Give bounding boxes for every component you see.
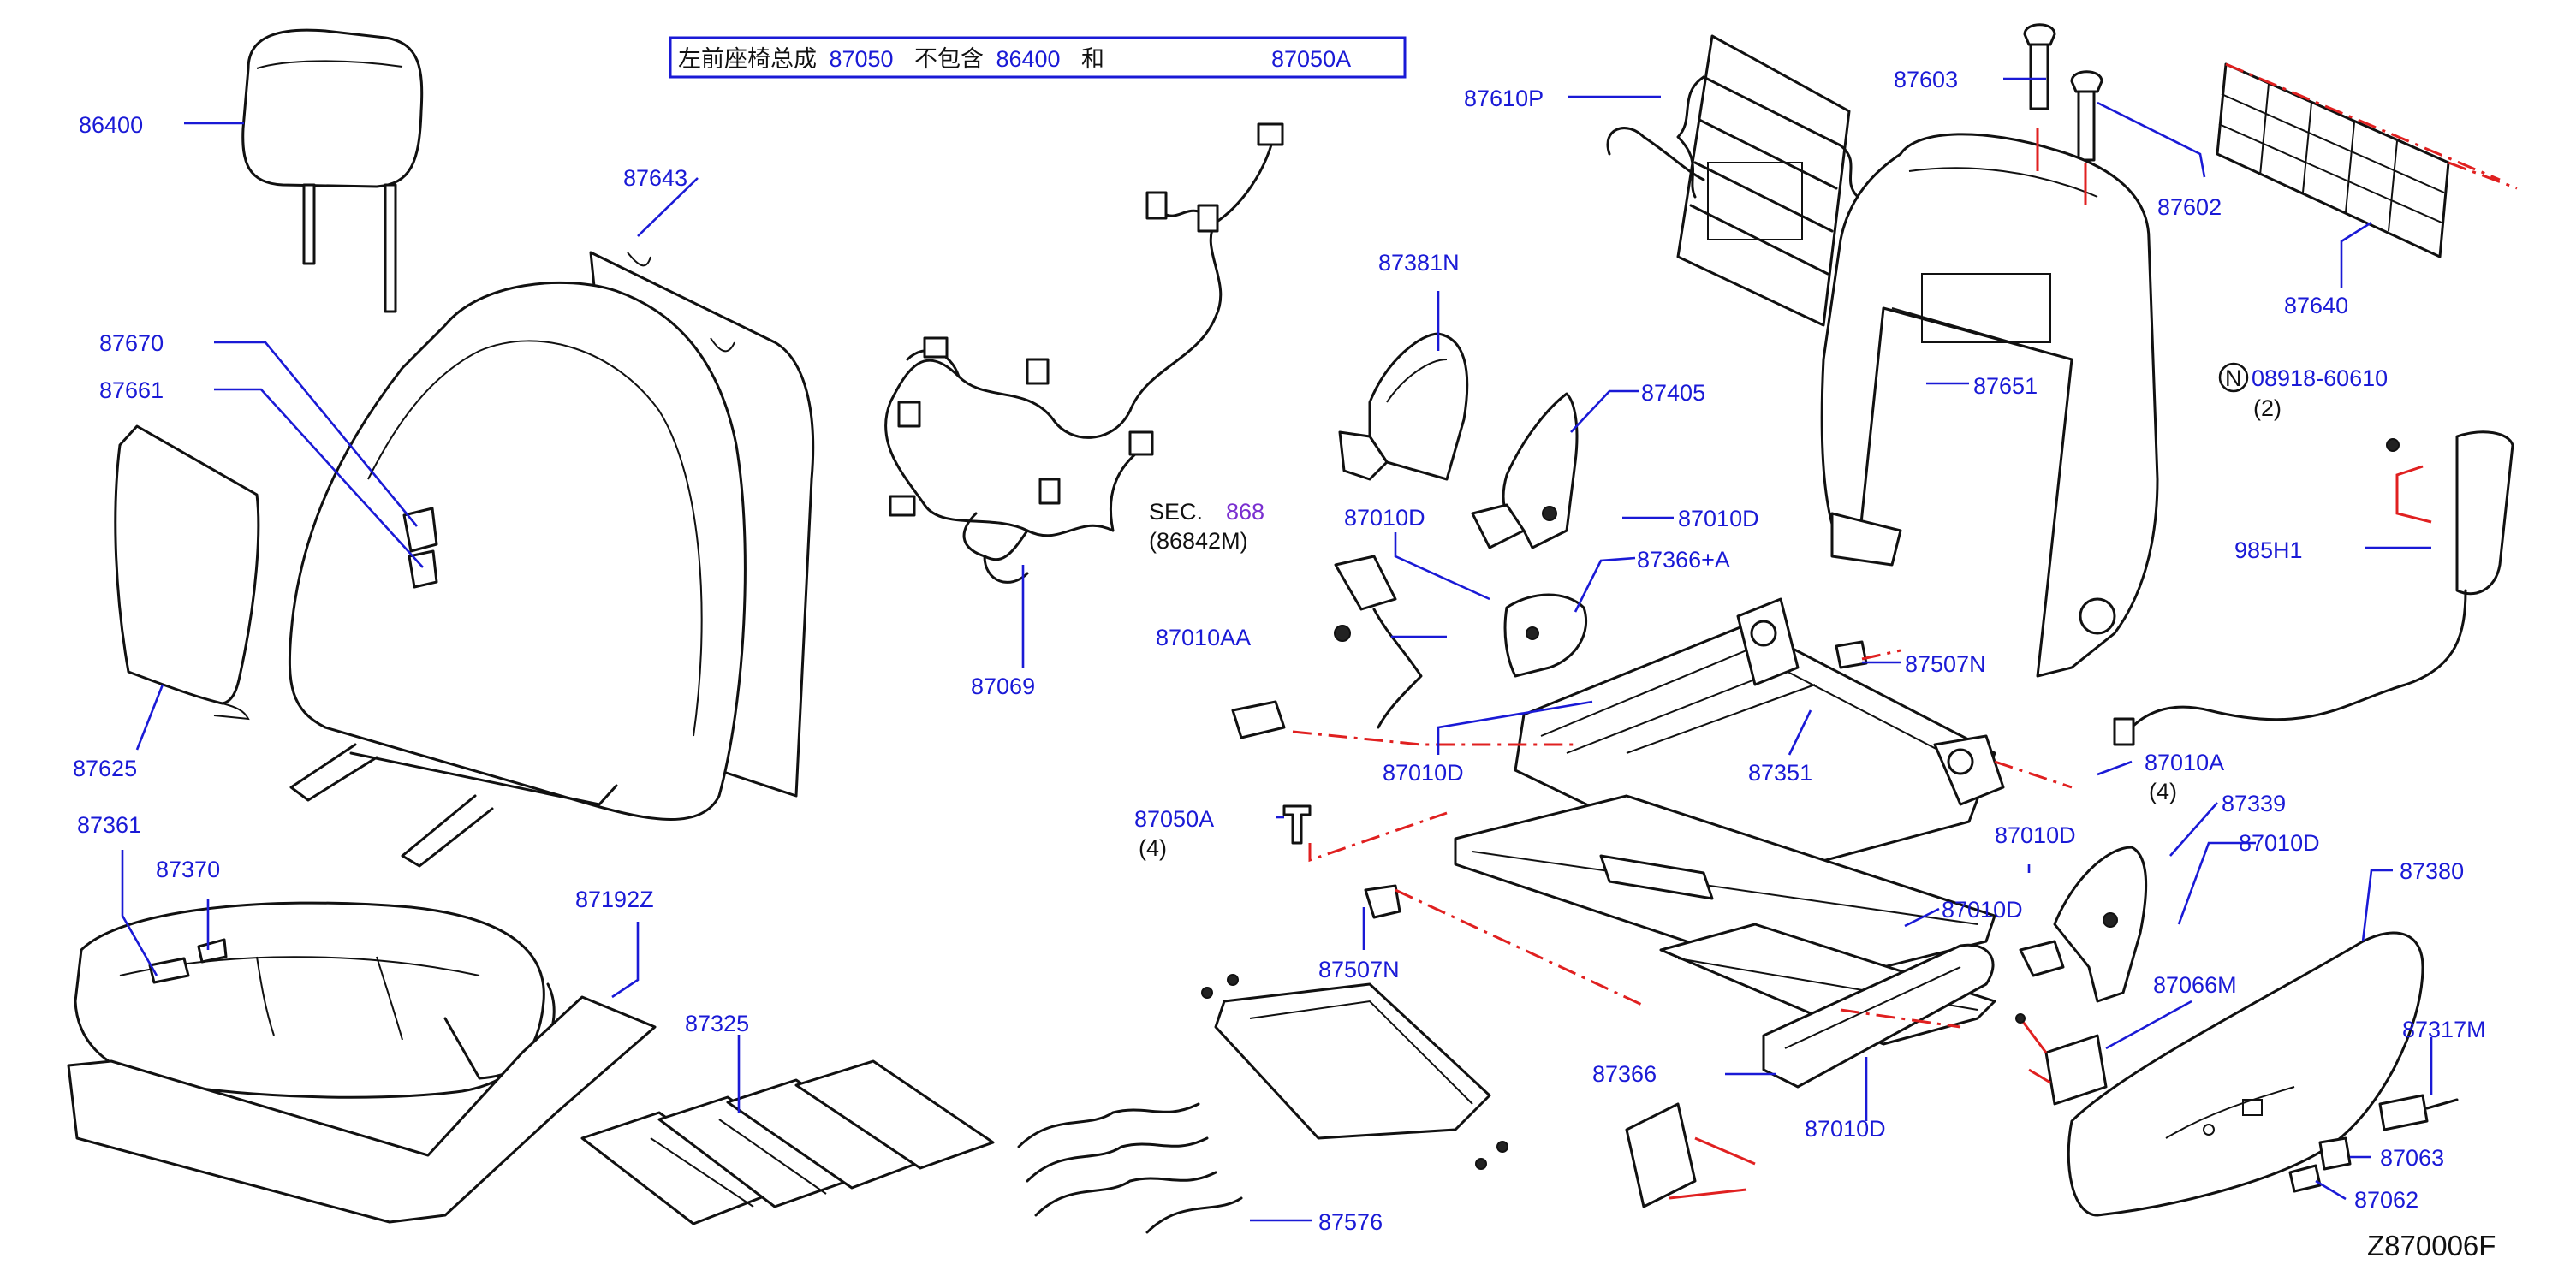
label-87010D-d: 87010D <box>1995 822 2076 848</box>
module-87066M <box>2015 1013 2108 1106</box>
part-labels: 86400 87643 87670 87661 87625 87361 8737… <box>73 67 2486 1235</box>
label-87381N: 87381N <box>1378 250 1460 276</box>
cushion-pad-87192Z <box>67 995 657 1224</box>
assembly-lines <box>1292 128 2087 1029</box>
buckle-assembly <box>1231 555 1423 739</box>
fastener-qty: (2) <box>2253 395 2282 421</box>
label-87066M: 87066M <box>2153 972 2237 998</box>
label-87325: 87325 <box>685 1011 749 1036</box>
title-suffix: 和 <box>1081 46 1104 72</box>
lumbar-frame-87610P <box>1606 34 1859 327</box>
label-87351: 87351 <box>1748 760 1812 786</box>
heater-mats-87325 <box>580 1059 995 1225</box>
title-prefix: 左前座椅总成 <box>678 46 817 72</box>
back-frame-87651 <box>1820 133 2159 678</box>
label-87405: 87405 <box>1641 380 1705 406</box>
label-87050A-qty: (4) <box>1139 835 1167 861</box>
label-87339: 87339 <box>2222 791 2286 816</box>
label-87670: 87670 <box>99 330 164 356</box>
reference-number: Z870006F <box>2367 1230 2496 1261</box>
label-87576: 87576 <box>1318 1209 1383 1235</box>
label-87010D-c: 87010D <box>1383 760 1464 786</box>
wire-harness-87069 <box>884 122 1284 584</box>
label-87366A: 87366+A <box>1637 547 1730 573</box>
label-87651: 87651 <box>1973 373 2038 399</box>
label-985H1: 985H1 <box>2234 537 2303 563</box>
headrest-guides <box>2023 23 2103 162</box>
fastener-code: 08918-60610 <box>2252 365 2388 391</box>
label-87366: 87366 <box>1592 1061 1657 1087</box>
label-87050A: 87050A <box>1134 806 1214 832</box>
outer-trim-87380 <box>2067 931 2424 1217</box>
label-87625: 87625 <box>73 756 137 781</box>
label-87380: 87380 <box>2400 858 2464 884</box>
sec-sub: (86842M) <box>1149 528 1248 554</box>
cushion-pan-87576 <box>1017 974 1508 1234</box>
label-87010A: 87010A <box>2145 750 2224 775</box>
label-87507N-b: 87507N <box>1318 957 1400 982</box>
title-code-87050: 87050 <box>829 46 893 72</box>
label-87010D-e: 87010D <box>2239 830 2320 856</box>
headrest-86400 <box>241 28 424 313</box>
recliner-cover-87339 <box>2019 846 2147 1003</box>
sec-number: 868 <box>1226 499 1264 525</box>
svg-text:左前座椅总成 87050 不包含: 左前座椅总成 87050 不包含 86400 和 <box>678 46 1104 72</box>
label-87610P: 87610P <box>1464 86 1544 111</box>
title-code-87050A: 87050A <box>1271 46 1351 72</box>
trim-87381N <box>1338 332 1469 481</box>
title-box: 左前座椅总成 87050 不包含 86400 和 87050A <box>669 36 1407 79</box>
label-87317M: 87317M <box>2402 1017 2486 1042</box>
recliner-cover-87405 <box>1471 392 1579 549</box>
seat-back-87643 <box>288 251 815 868</box>
label-87010D-a: 87010D <box>1344 505 1425 531</box>
bolt-87050A <box>1282 804 1312 845</box>
back-board-87640 <box>2216 62 2518 258</box>
fastener-08918-60610: N 08918-60610 (2) <box>2218 362 2388 421</box>
label-87640: 87640 <box>2284 293 2348 318</box>
title-middle: 不包含 <box>914 46 984 72</box>
label-87063: 87063 <box>2380 1145 2444 1171</box>
recliner-cover-87366A <box>1503 593 1588 678</box>
label-87602: 87602 <box>2157 194 2222 220</box>
label-87010D-g: 87010D <box>1805 1116 1886 1142</box>
label-87603: 87603 <box>1894 67 1958 92</box>
sec-prefix: SEC. <box>1149 499 1203 525</box>
label-87010AA: 87010AA <box>1156 625 1251 650</box>
switch-knobs <box>2288 1094 2459 1193</box>
label-87010A-qty: (4) <box>2149 779 2177 804</box>
label-87370: 87370 <box>156 857 220 882</box>
title-code-86400: 86400 <box>996 46 1060 72</box>
label-87069: 87069 <box>971 674 1035 699</box>
label-86400: 86400 <box>79 112 143 138</box>
label-87643: 87643 <box>623 165 687 191</box>
seat-cushion-87361 <box>74 901 556 1099</box>
fastener-symbol: N <box>2225 365 2242 391</box>
label-87062: 87062 <box>2354 1187 2418 1213</box>
label-87361: 87361 <box>77 812 141 838</box>
label-87010D-f: 87010D <box>1942 897 2023 923</box>
back-pad-87625 <box>114 424 260 721</box>
label-87010D-b: 87010D <box>1678 506 1759 531</box>
label-87661: 87661 <box>99 377 164 403</box>
section-reference: SEC. 868 (86842M) <box>1149 499 1264 554</box>
cap-87507N <box>1364 640 1868 919</box>
side-airbag-985H1 <box>2113 430 2514 746</box>
leader-lines <box>121 77 2433 1222</box>
label-87192Z: 87192Z <box>575 887 654 912</box>
label-87507N-a: 87507N <box>1905 651 1986 677</box>
